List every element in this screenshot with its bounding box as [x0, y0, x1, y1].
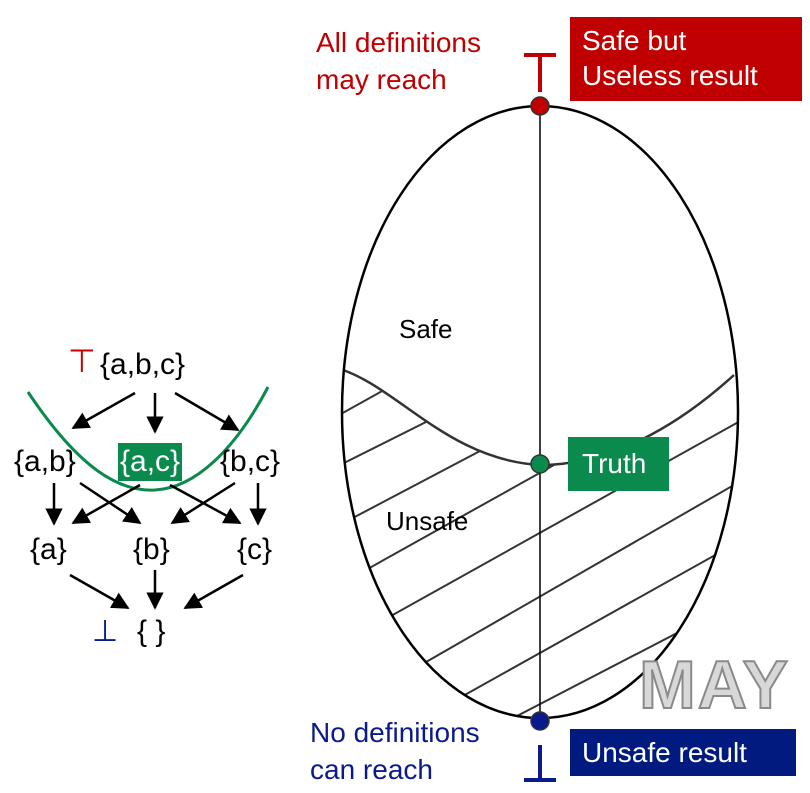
lattice-top-symbol: ⊤ — [68, 342, 96, 380]
bottom-label-line2: can reach — [310, 754, 433, 785]
lattice-cut-curve — [26, 386, 270, 492]
lattice-node-b: {b} — [133, 533, 170, 566]
top-symbol-large — [524, 53, 556, 92]
lattice-bottom-symbol: ⊥ — [92, 614, 119, 649]
top-point — [530, 96, 550, 116]
lattice-arrows — [45, 391, 267, 610]
may-watermark: MAY — [639, 647, 790, 723]
unsafe-result-box: Unsafe result — [570, 729, 796, 776]
lattice-node-bc: {b,c} — [220, 445, 281, 478]
bottom-label-line1: No definitions — [310, 717, 480, 748]
lattice-node-ac: {a,c} — [118, 443, 183, 481]
lattice-node-empty: { } — [137, 615, 166, 648]
truth-point — [530, 454, 550, 474]
unsafe-region-label: Unsafe — [386, 506, 469, 536]
safe-region — [342, 106, 738, 465]
bottom-label: No definitions can reach — [310, 714, 480, 788]
safe-useless-line1: Safe but — [582, 25, 687, 56]
bottom-point — [530, 711, 550, 731]
safe-useless-line2: Useless result — [582, 60, 758, 91]
top-label-line1: All definitions — [316, 27, 481, 58]
safe-useless-box: Safe but Useless result — [570, 17, 802, 101]
lattice-node-abc: {a,b,c} — [100, 348, 186, 381]
lattice-node-ab: {a,b} — [14, 445, 76, 478]
top-label-line2: may reach — [316, 64, 447, 95]
bottom-symbol-large — [524, 745, 556, 782]
top-label: All definitions may reach — [316, 24, 481, 98]
safe-region-label: Safe — [399, 314, 453, 344]
truth-box: Truth — [568, 437, 669, 491]
lattice-node-a: {a} — [30, 533, 67, 566]
lattice-node-c: {c} — [237, 533, 273, 566]
